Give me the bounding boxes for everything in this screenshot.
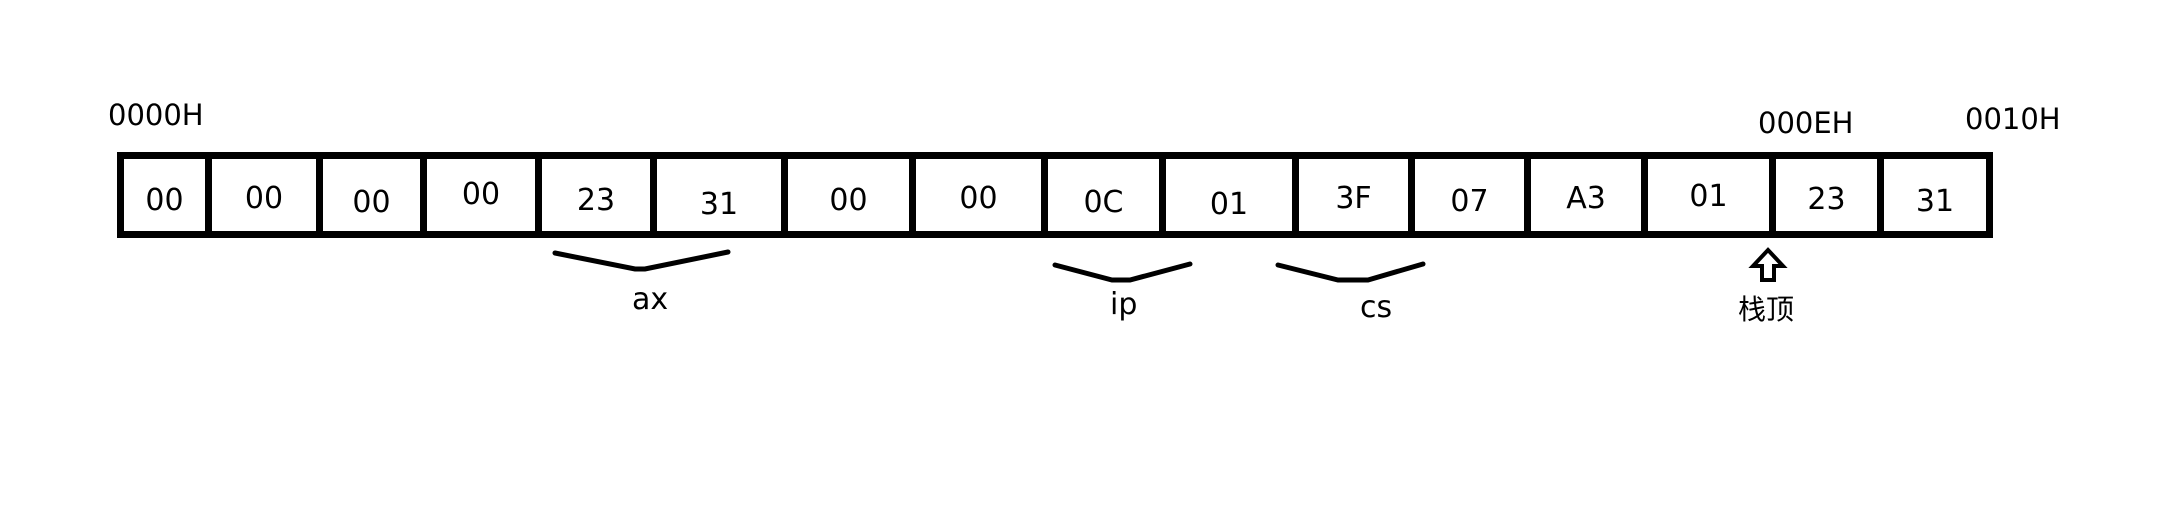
- memory-cell: 31: [650, 152, 781, 238]
- cell-value: 23: [576, 183, 616, 218]
- memory-cell: 3F: [1292, 152, 1408, 238]
- memory-cell: 31: [1877, 152, 1993, 238]
- cell-value: 07: [1450, 184, 1489, 219]
- memory-cell: 00: [117, 152, 205, 238]
- brace-cs-icon: [1275, 261, 1426, 283]
- cell-value: 00: [145, 183, 184, 218]
- cell-value: 3F: [1335, 181, 1372, 216]
- group-label-cs: cs: [1360, 290, 1393, 325]
- memory-cell: 00: [909, 152, 1041, 238]
- up-arrow-icon: [1748, 247, 1788, 282]
- memory-cell: 01: [1641, 152, 1769, 238]
- cell-value: 01: [1689, 179, 1728, 214]
- cell-value: 00: [244, 181, 284, 216]
- memory-cell: 00: [781, 152, 909, 238]
- cell-value: 23: [1807, 182, 1846, 217]
- brace-ax-icon: [552, 249, 731, 272]
- memory-cell: 0C: [1041, 152, 1159, 238]
- group-label-ax: ax: [632, 282, 669, 317]
- cell-value: A3: [1566, 181, 1606, 216]
- cell-value: 31: [699, 187, 739, 222]
- memory-cell: 07: [1408, 152, 1524, 238]
- cell-value: 31: [1915, 184, 1955, 219]
- address-label-stack-top: 000EH: [1758, 106, 1854, 140]
- memory-cell: 23: [1769, 152, 1877, 238]
- memory-cell: 23: [535, 152, 650, 238]
- cell-value: 00: [959, 181, 998, 216]
- cell-value: 00: [829, 183, 868, 218]
- memory-cell: 00: [205, 152, 316, 238]
- stack-top-label: 栈顶: [1738, 293, 1795, 326]
- memory-cell: A3: [1524, 152, 1641, 238]
- cell-value: 00: [352, 185, 391, 220]
- memory-cell: 00: [316, 152, 420, 238]
- cell-value: 00: [461, 177, 501, 212]
- cell-value: 0C: [1083, 185, 1124, 220]
- group-label-ip: ip: [1110, 287, 1138, 322]
- address-label-end: 0010H: [1965, 102, 2061, 136]
- brace-ip-icon: [1052, 261, 1193, 283]
- cell-value: 01: [1209, 187, 1249, 222]
- memory-cell: 00: [420, 152, 535, 238]
- address-label-start: 0000H: [108, 98, 204, 132]
- memory-cell: 01: [1159, 152, 1292, 238]
